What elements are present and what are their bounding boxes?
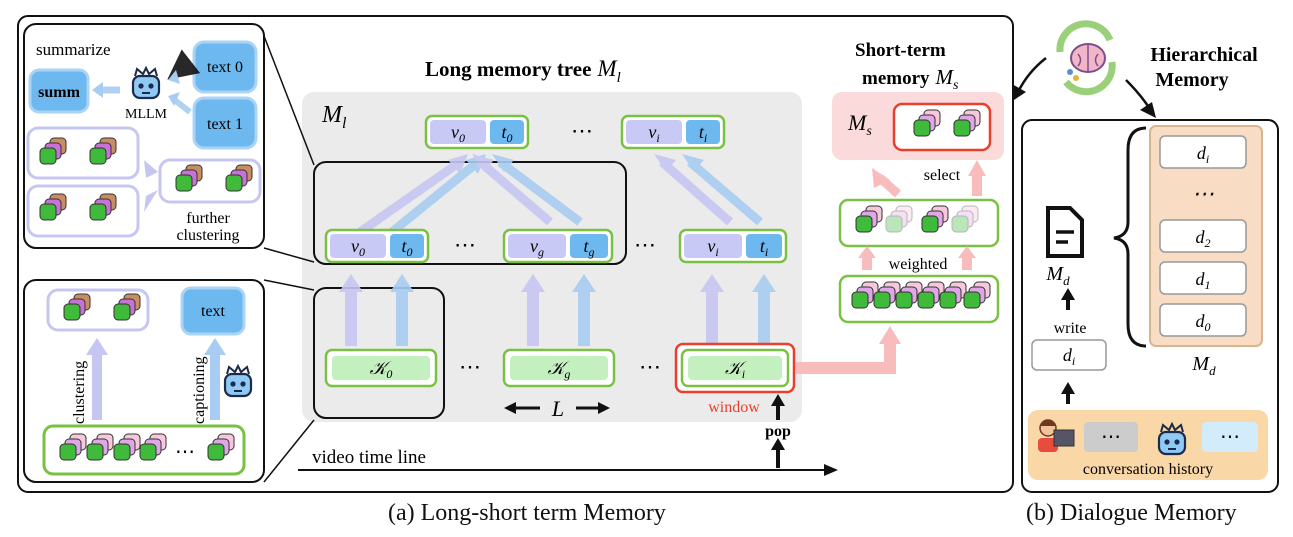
timeline-label: video time line bbox=[312, 447, 426, 468]
summ-label: summ bbox=[38, 84, 80, 101]
md-stack-label: Md bbox=[1191, 353, 1216, 378]
md-label: Md bbox=[1045, 263, 1070, 288]
svg-text:𝒦0: 𝒦0 bbox=[370, 358, 393, 381]
captioning-vertical-label: captioning bbox=[191, 356, 208, 424]
caption-left: (a) Long-short term Memory bbox=[388, 500, 666, 526]
top-dots: ⋯ bbox=[571, 118, 593, 143]
hierarchical-title-1: Hierarchical bbox=[1150, 44, 1258, 66]
mid-node-i: vi ti bbox=[678, 228, 788, 264]
mid-dots-2: ⋯ bbox=[634, 232, 656, 257]
pop-label: pop bbox=[765, 423, 791, 440]
svg-text:t0: t0 bbox=[501, 122, 512, 145]
select-label: select bbox=[924, 167, 961, 184]
clustering-vertical-label: clustering bbox=[71, 361, 88, 424]
bot-bubble-dots: ⋯ bbox=[1220, 426, 1240, 448]
svg-text:𝒦g: 𝒦g bbox=[548, 358, 571, 381]
text1-label: text 1 bbox=[207, 116, 243, 133]
summ-box bbox=[28, 68, 90, 114]
text0-label: text 0 bbox=[207, 59, 243, 76]
svg-text:ti: ti bbox=[760, 236, 768, 259]
svg-text:𝒦i: 𝒦i bbox=[725, 358, 747, 381]
svg-text:⋯: ⋯ bbox=[1192, 181, 1214, 206]
weighted-label: weighted bbox=[889, 256, 948, 273]
text1-box bbox=[192, 96, 258, 150]
further-label: further bbox=[186, 210, 230, 227]
k-node-i-window: 𝒦i bbox=[674, 342, 796, 394]
window-label: window bbox=[708, 399, 760, 416]
svg-text:vg: vg bbox=[530, 236, 544, 259]
svg-text:v0: v0 bbox=[351, 236, 365, 259]
svg-text:di: di bbox=[1197, 143, 1209, 166]
svg-text:vi: vi bbox=[648, 122, 659, 145]
md-stack-item: ⋯ bbox=[1192, 181, 1214, 206]
hierarchical-icon bbox=[1056, 20, 1116, 96]
svg-text:d2: d2 bbox=[1196, 227, 1211, 250]
summarize-label: summarize bbox=[36, 40, 111, 59]
clustering-label: clustering bbox=[176, 227, 239, 244]
conversation-history-label: conversation history bbox=[1083, 461, 1213, 478]
k-node-g: 𝒦g bbox=[502, 348, 616, 388]
top-node-0: v0 t0 bbox=[424, 114, 530, 150]
region-ml-label: Ml bbox=[321, 102, 347, 132]
bottom-expanded-box bbox=[313, 287, 445, 419]
top-node-i: vi ti bbox=[620, 114, 726, 150]
region-ms-label: Ms bbox=[847, 110, 872, 139]
mid-node-0: v0 t0 bbox=[324, 228, 430, 264]
svg-text:v0: v0 bbox=[451, 122, 465, 145]
md-stack-items: di ⋯ d2 d1 d0 bbox=[1159, 135, 1247, 337]
mllm-label: MLLM bbox=[125, 107, 168, 122]
write-label: write bbox=[1054, 320, 1087, 337]
svg-text:d1: d1 bbox=[1196, 269, 1211, 292]
caption-text-label: text bbox=[201, 303, 226, 320]
svg-text:t0: t0 bbox=[401, 236, 412, 259]
md-stack-item: d1 bbox=[1159, 261, 1247, 295]
L-label: L bbox=[551, 396, 564, 421]
bot-bubble bbox=[1202, 422, 1258, 452]
bottom-dots-2: ⋯ bbox=[639, 354, 661, 379]
hierarchical-title-2: Memory bbox=[1155, 69, 1228, 91]
frames-dots: ⋯ bbox=[175, 441, 195, 463]
k-node-0: 𝒦0 bbox=[324, 348, 438, 388]
md-stack-item: di bbox=[1159, 135, 1247, 169]
user-bubble-dots: ⋯ bbox=[1101, 426, 1121, 448]
caption-text-box bbox=[180, 286, 246, 336]
svg-text:ti: ti bbox=[699, 122, 707, 145]
di-label: di bbox=[1063, 345, 1075, 368]
caption-right: (b) Dialogue Memory bbox=[1026, 500, 1237, 526]
user-icon bbox=[1038, 419, 1075, 452]
bottom-dots-1: ⋯ bbox=[459, 354, 481, 379]
svg-text:vi: vi bbox=[707, 236, 718, 259]
mid-node-g: vg tg bbox=[502, 228, 614, 264]
md-stack-item: d2 bbox=[1159, 219, 1247, 253]
mid-dots-1: ⋯ bbox=[454, 232, 476, 257]
md-stack-item: d0 bbox=[1159, 303, 1247, 337]
user-bubble bbox=[1084, 422, 1138, 452]
document-icon bbox=[1046, 206, 1084, 258]
short-term-title-1: Short-term bbox=[855, 40, 946, 61]
svg-text:d0: d0 bbox=[1196, 311, 1211, 334]
di-box bbox=[1031, 339, 1107, 371]
svg-text:tg: tg bbox=[583, 236, 594, 259]
